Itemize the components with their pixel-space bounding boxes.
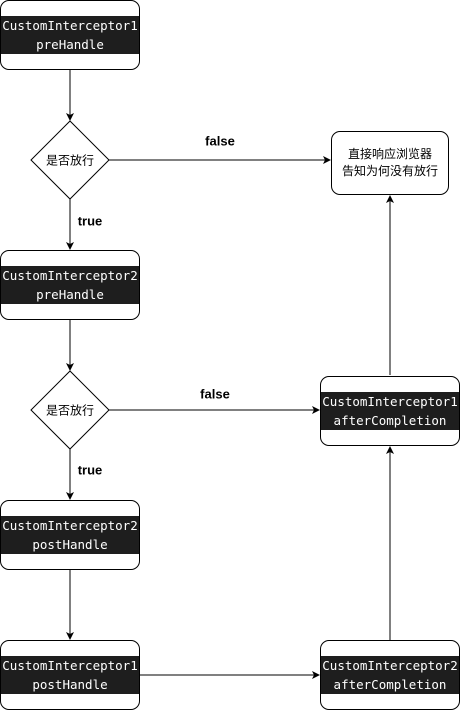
edge-label-d1-true: true: [77, 213, 103, 229]
node-method: preHandle: [1, 285, 139, 304]
edge-label-d2-true: true: [77, 462, 103, 478]
edge-label-d2-false: false: [200, 386, 230, 402]
decision2-label: 是否放行: [45, 403, 95, 418]
node-title: CustomInterceptor2: [1, 516, 139, 535]
node-method: postHandle: [1, 675, 139, 694]
node-ci2-aftercompletion: CustomInterceptor2 afterCompletion: [320, 640, 460, 710]
node-title: CustomInterceptor2: [1, 266, 139, 285]
node-ci2-posthandle: CustomInterceptor2 postHandle: [0, 500, 140, 570]
decision1-label: 是否放行: [45, 153, 95, 168]
node-ci1-posthandle: CustomInterceptor1 postHandle: [0, 640, 140, 710]
node-text-line2: 告知为何没有放行: [341, 164, 438, 178]
node-method: afterCompletion: [321, 675, 459, 694]
node-method: afterCompletion: [321, 411, 459, 430]
node-ci1-aftercompletion: CustomInterceptor1 afterCompletion: [320, 376, 460, 446]
node-method: preHandle: [1, 35, 139, 54]
node-title: CustomInterceptor1: [321, 392, 459, 411]
node-method: postHandle: [1, 535, 139, 554]
node-title: CustomInterceptor1: [1, 16, 139, 35]
edge-label-d1-false: false: [205, 133, 235, 149]
node-title: CustomInterceptor1: [1, 656, 139, 675]
node-text-line1: 直接响应浏览器: [347, 147, 432, 161]
node-ci2-prehandle: CustomInterceptor2 preHandle: [0, 250, 140, 320]
node-title: CustomInterceptor2: [321, 656, 459, 675]
node-respond-browser: 直接响应浏览器 告知为何没有放行: [331, 131, 449, 195]
node-ci1-prehandle: CustomInterceptor1 preHandle: [0, 0, 140, 70]
